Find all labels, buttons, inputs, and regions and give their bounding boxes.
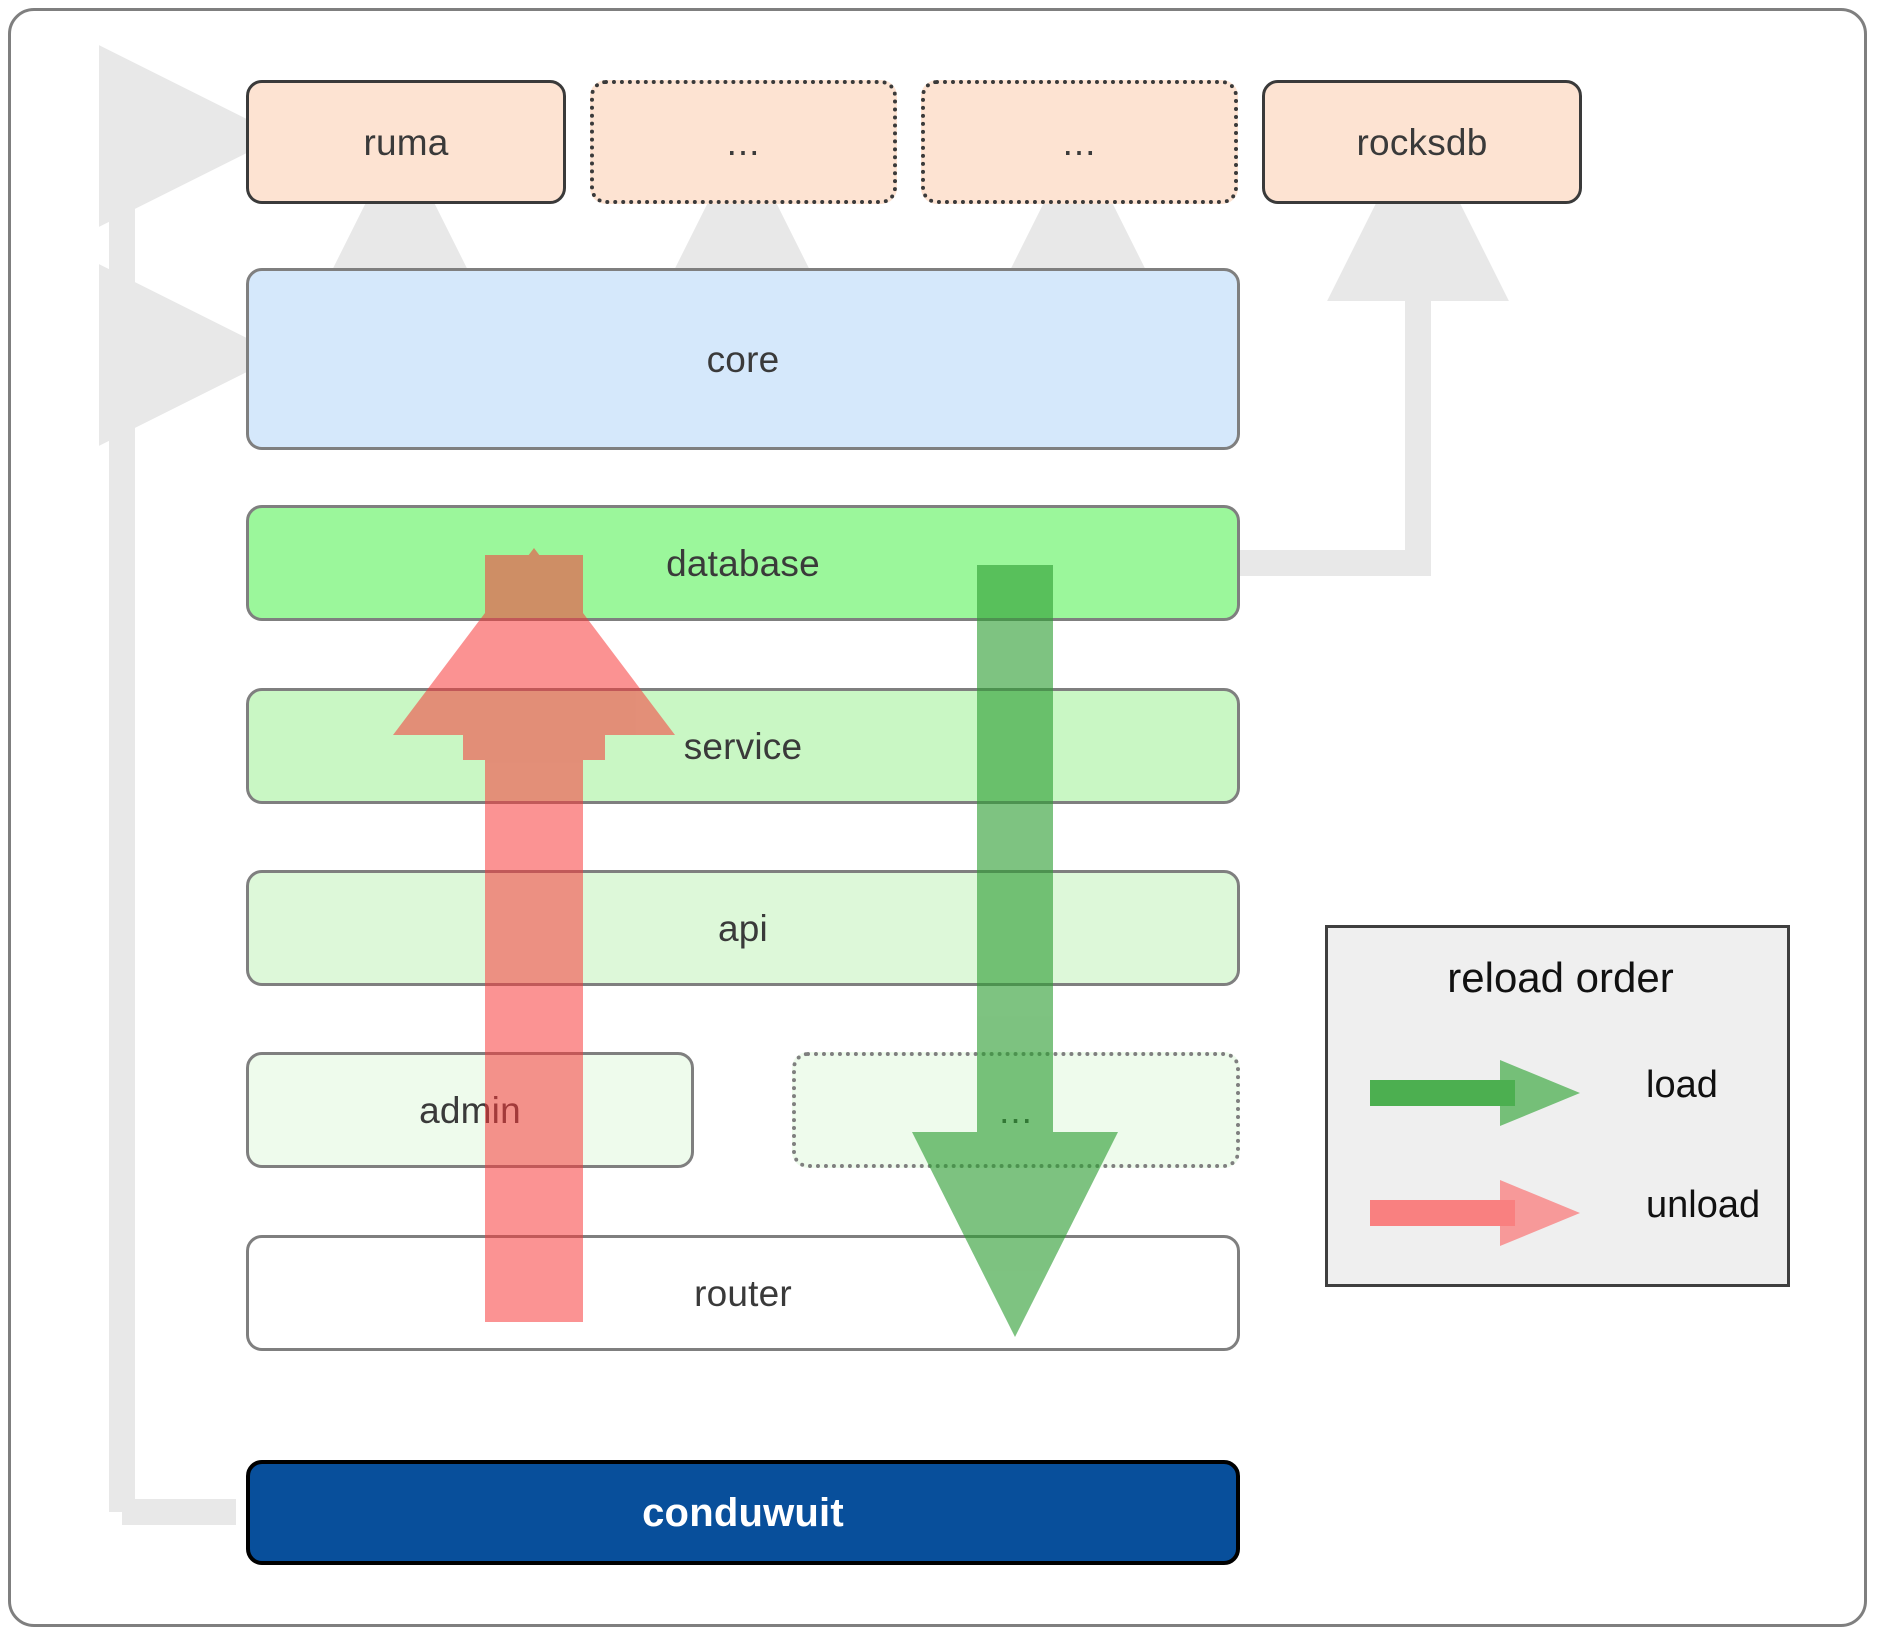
node-ext-1[interactable]: ... xyxy=(590,80,897,204)
node-conduwuit[interactable]: conduwuit xyxy=(246,1460,1240,1565)
node-label: ... xyxy=(999,1089,1033,1131)
diagram-outer-frame xyxy=(8,8,1867,1627)
node-label: admin xyxy=(419,1089,521,1131)
node-extra[interactable]: ... xyxy=(792,1052,1240,1168)
node-label: ... xyxy=(726,121,761,163)
node-label: router xyxy=(694,1272,792,1314)
node-rocksdb[interactable]: rocksdb xyxy=(1262,80,1582,204)
node-label: rocksdb xyxy=(1356,121,1488,163)
node-router[interactable]: router xyxy=(246,1235,1240,1351)
node-core[interactable]: core xyxy=(246,268,1240,450)
legend-row-load: load xyxy=(1328,1048,1793,1138)
node-label: api xyxy=(718,907,768,949)
node-label: core xyxy=(706,338,780,380)
legend-label-load: load xyxy=(1646,1064,1718,1106)
node-label: ... xyxy=(1062,121,1097,163)
node-ext-2[interactable]: ... xyxy=(921,80,1238,204)
node-database[interactable]: database xyxy=(246,505,1240,621)
node-label: ruma xyxy=(363,121,449,163)
node-label: conduwuit xyxy=(642,1490,844,1535)
legend-row-unload: unload xyxy=(1328,1168,1793,1258)
node-label: database xyxy=(666,542,820,584)
legend-title: reload order xyxy=(1447,954,1674,1001)
node-ruma[interactable]: ruma xyxy=(246,80,566,204)
load-legend-arrow xyxy=(1370,1060,1580,1126)
node-label: service xyxy=(683,725,803,767)
node-api[interactable]: api xyxy=(246,870,1240,986)
legend-label-unload: unload xyxy=(1646,1184,1761,1226)
legend-panel: reload order load unload xyxy=(1325,925,1790,1287)
node-service[interactable]: service xyxy=(246,688,1240,804)
node-admin[interactable]: admin xyxy=(246,1052,694,1168)
unload-legend-arrow xyxy=(1370,1180,1580,1246)
